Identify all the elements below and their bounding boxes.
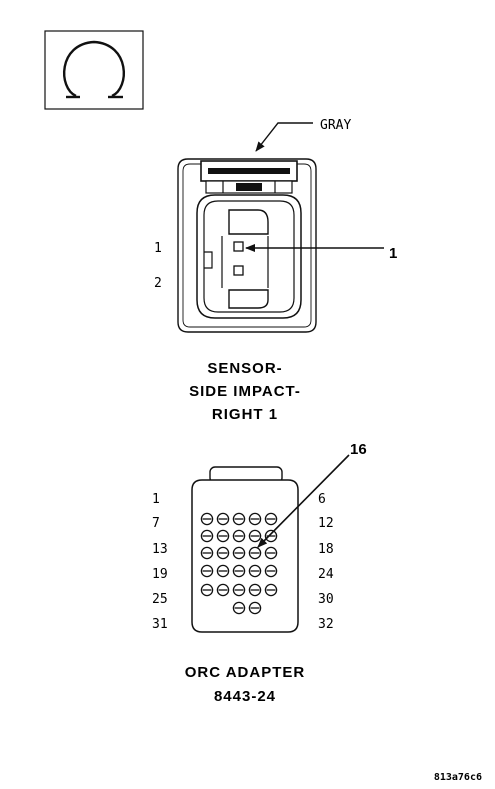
callout-16-arrow — [257, 454, 350, 548]
orc-pin — [216, 529, 230, 543]
orc-pin — [248, 564, 262, 578]
orc-pin — [264, 583, 278, 597]
orc-row-end-label: 6 — [318, 492, 326, 507]
orc-pin — [248, 546, 262, 560]
wire-color-label: GRAY — [320, 118, 351, 133]
orc-pin — [232, 546, 246, 560]
orc-row-start-label: 13 — [152, 542, 168, 557]
orc-row-end-labels: 6 12 18 24 30 32 — [318, 492, 334, 632]
orc-pin — [200, 583, 214, 597]
orc-pin — [248, 601, 262, 615]
orc-title-line-1: ORC ADAPTER — [185, 664, 305, 681]
wire-color-leader — [255, 122, 313, 152]
orc-pin — [232, 564, 246, 578]
orc-row-start-label: 1 — [152, 492, 160, 507]
orc-pin — [216, 512, 230, 526]
orc-row-end-label: 12 — [318, 516, 334, 531]
orc-pin-grid — [200, 512, 278, 615]
orc-row-start-label: 31 — [152, 617, 168, 632]
orc-pin — [200, 546, 214, 560]
sensor-callout-number: 1 — [389, 245, 397, 262]
ohm-symbol-icon — [44, 30, 144, 110]
orc-pin — [232, 583, 246, 597]
sensor-pin-2 — [233, 265, 244, 276]
orc-pin — [232, 512, 246, 526]
orc-pin — [248, 512, 262, 526]
orc-pin — [232, 529, 246, 543]
sensor-title-line-3: RIGHT 1 — [212, 406, 278, 423]
orc-pin — [216, 583, 230, 597]
orc-pin — [264, 564, 278, 578]
orc-pin — [216, 564, 230, 578]
orc-pin — [232, 601, 246, 615]
orc-row-start-label: 25 — [152, 592, 168, 607]
orc-row-end-label: 24 — [318, 567, 334, 582]
orc-row-end-label: 18 — [318, 542, 334, 557]
orc-pin — [248, 529, 262, 543]
orc-row-start-label: 7 — [152, 516, 160, 531]
orc-title-line-2: 8443-24 — [214, 688, 276, 705]
orc-row-start-labels: 1 7 13 19 25 31 — [152, 492, 168, 632]
sensor-pin-1 — [233, 241, 244, 252]
orc-pin — [216, 546, 230, 560]
sensor-title-line-2: SIDE IMPACT- — [189, 383, 301, 400]
sensor-pin-label-2: 2 — [154, 276, 162, 291]
orc-row-start-label: 19 — [152, 567, 168, 582]
orc-pin — [264, 529, 278, 543]
orc-pin — [200, 512, 214, 526]
orc-row-end-label: 32 — [318, 617, 334, 632]
orc-pin — [200, 529, 214, 543]
sensor-connector — [177, 158, 317, 333]
orc-callout-number: 16 — [350, 441, 367, 458]
sensor-pin-label-1: 1 — [154, 241, 162, 256]
orc-row-end-label: 30 — [318, 592, 334, 607]
figure-id: 813a76c6 — [434, 772, 482, 783]
orc-pin — [264, 512, 278, 526]
orc-pin — [200, 564, 214, 578]
orc-pin — [248, 583, 262, 597]
orc-pin — [264, 546, 278, 560]
sensor-title-line-1: SENSOR- — [207, 360, 282, 377]
orc-adapter-connector — [191, 466, 299, 633]
